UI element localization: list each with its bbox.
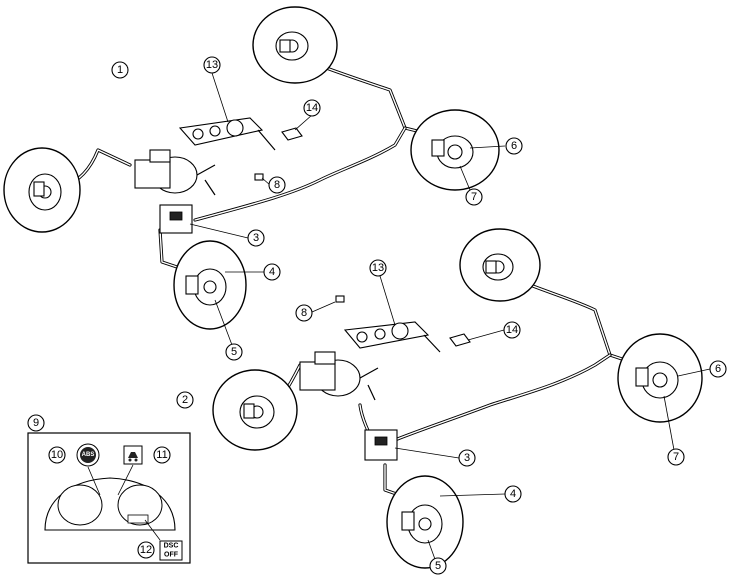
callout-3-d2: 3 <box>464 452 470 464</box>
callout-diagram-1: 1 <box>117 64 123 76</box>
callout-8-d1: 8 <box>274 179 280 191</box>
callout-6-d1: 6 <box>511 140 517 152</box>
callout-14-d1: 14 <box>306 102 318 114</box>
dsc-off-label-line2: OFF <box>164 552 179 559</box>
callout-diagram-2: 2 <box>182 394 188 406</box>
wheel-rear-top-2 <box>459 228 541 302</box>
callout-5-d2: 5 <box>435 560 441 572</box>
wheel-rear-top-1 <box>252 6 338 84</box>
callouts-1: 1 13 14 6 7 8 3 4 5 <box>111 56 523 361</box>
callouts-2: 2 13 14 8 6 7 3 4 5 <box>176 259 727 575</box>
instrument-cluster <box>44 464 176 541</box>
steering-angle-sensor-1 <box>178 117 276 151</box>
callout-4-d1: 4 <box>269 266 275 278</box>
steering-angle-sensor-2 <box>343 321 441 353</box>
wheel-front-right-1 <box>173 240 247 330</box>
callout-5-d1: 5 <box>231 346 237 358</box>
callout-4-d2: 4 <box>510 488 516 500</box>
master-cylinder-1 <box>134 149 216 196</box>
callout-7-d1: 7 <box>471 191 477 203</box>
wheel-front-left-1 <box>3 147 81 233</box>
diagram-1: 1 13 14 6 7 8 3 4 5 <box>3 6 523 361</box>
callout-13-d1: 13 <box>206 59 218 71</box>
wheel-rear-right-2 <box>617 333 703 423</box>
wheel-front-left-2 <box>212 369 298 451</box>
abs-lamp-label: ABS <box>82 452 95 458</box>
brake-switch-1 <box>254 173 264 181</box>
callout-14-d2: 14 <box>506 324 518 336</box>
dsc-off-label-line1: DSC <box>164 543 179 550</box>
yaw-rate-sensor-2 <box>449 333 471 347</box>
callout-12: 12 <box>140 544 152 556</box>
hydraulic-unit-1 <box>159 204 193 234</box>
callout-3-d1: 3 <box>253 232 259 244</box>
callout-11: 11 <box>156 449 167 461</box>
dsc-off-lamp: DSC OFF <box>159 540 183 561</box>
dsc-indicator-lamp <box>123 445 143 465</box>
master-cylinder-2 <box>299 351 379 401</box>
instrument-cluster-inset: 9 10 ABS 11 12 <box>27 414 191 564</box>
abs-warning-lamp: ABS <box>76 443 100 467</box>
callout-7-d2: 7 <box>673 451 679 463</box>
hydraulic-unit-2 <box>364 429 398 461</box>
wheel-rear-right-1 <box>410 109 500 191</box>
brake-switch-2 <box>335 295 345 303</box>
callout-10: 10 <box>51 449 63 461</box>
wheel-front-right-2 <box>386 475 464 569</box>
callout-13-d2: 13 <box>372 262 384 274</box>
callout-9: 9 <box>33 417 39 429</box>
callout-8-d2: 8 <box>301 307 307 319</box>
yaw-rate-sensor-1 <box>281 127 303 141</box>
callout-6-d2: 6 <box>715 363 721 375</box>
diagram-2: 2 13 14 8 6 7 3 4 5 <box>176 228 727 575</box>
